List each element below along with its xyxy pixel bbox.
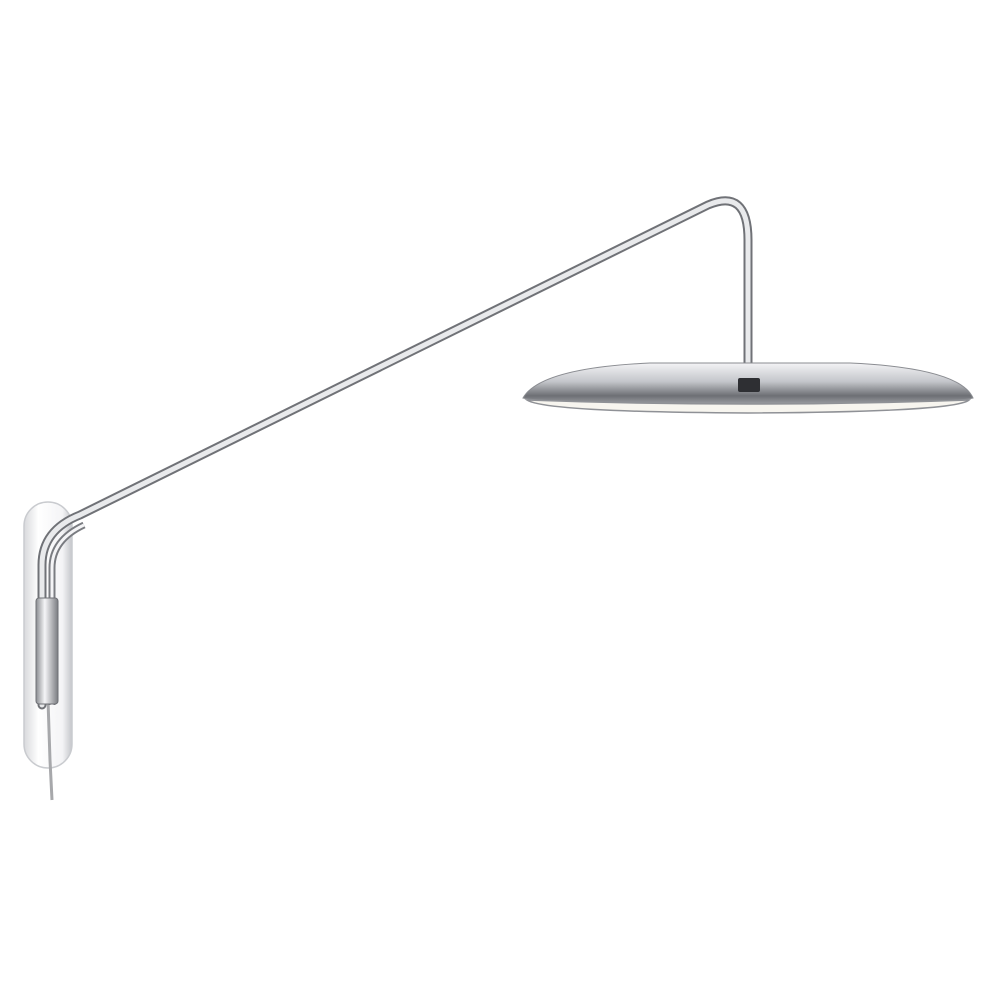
shade-collar [738, 378, 760, 392]
swing-arm [35, 196, 753, 710]
lamp-shade [522, 362, 974, 414]
shade-diffuser [524, 399, 972, 414]
power-cord [46, 699, 54, 801]
arm-sleeve [35, 597, 59, 705]
